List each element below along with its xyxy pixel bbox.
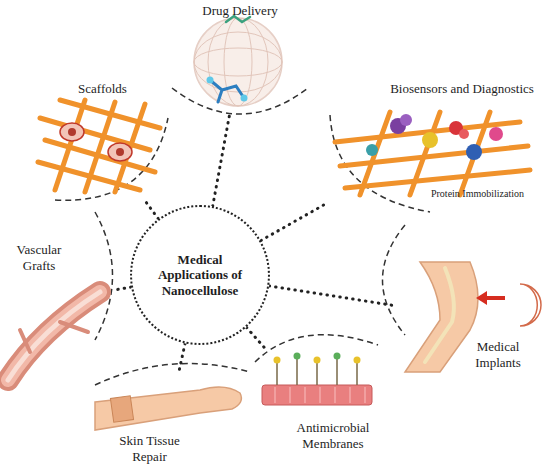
fibre: [345, 170, 530, 188]
dotted-connector: [178, 343, 185, 375]
membrane-texture: [275, 387, 365, 403]
molecule-atom: [207, 77, 214, 84]
protein: [459, 129, 469, 139]
dotted-connector: [246, 327, 266, 350]
scaffold-fibres: [38, 100, 160, 192]
wound-dressing: [110, 396, 133, 423]
proteins: [366, 114, 503, 160]
application-area: Skin Tissue Repair: [90, 375, 245, 473]
grid-line: [208, 18, 268, 106]
cell: [108, 143, 132, 161]
fibre: [360, 112, 390, 195]
protein: [400, 114, 412, 126]
biosensor-fibres: [335, 112, 530, 195]
application-label: Drug Delivery: [180, 3, 300, 19]
vessel-wall: [8, 292, 100, 380]
grid-line: [194, 32, 282, 92]
antimicrobial-group: [354, 357, 361, 364]
limb: [405, 262, 478, 372]
application-area: Vascular Grafts: [2, 210, 112, 390]
application-area: Antimicrobial Membranes: [255, 350, 380, 465]
cell: [60, 123, 84, 141]
pointer-arrow: [484, 296, 505, 300]
vascular-graft: [8, 292, 100, 380]
dashed-arc: [95, 364, 250, 385]
sphere-body: [194, 18, 282, 106]
application-label: Skin Tissue Repair: [102, 433, 197, 464]
application-label: Antimicrobial Membranes: [288, 420, 378, 451]
application-area: Medical Implants: [395, 255, 545, 380]
drug-molecule: [210, 80, 244, 102]
protein: [366, 144, 378, 156]
antimicrobial-group: [334, 353, 341, 360]
dotted-connector: [261, 205, 324, 241]
application-label: Scaffolds: [65, 81, 140, 97]
fibre-set: [335, 112, 530, 195]
dotted-connector: [213, 114, 230, 206]
application-label: Biosensors and Diagnostics: [378, 81, 546, 97]
bone: [425, 268, 454, 362]
application-label: Medical Implants: [463, 339, 533, 370]
protein: [422, 132, 438, 148]
drug-carrier-sphere: [194, 16, 282, 106]
protein: [489, 127, 503, 141]
arm: [95, 387, 241, 430]
application-area: Scaffolds: [30, 80, 170, 200]
fibre: [460, 112, 490, 195]
implant-illustration: [405, 262, 541, 372]
sphere-grid: [194, 18, 282, 106]
grid-line: [194, 48, 282, 76]
membrane: [262, 385, 372, 405]
fibre-set: [38, 100, 160, 192]
cell-nucleus: [68, 128, 76, 136]
application-area: Drug Delivery: [170, 2, 310, 114]
sub-label: Protein Immobilization: [415, 188, 540, 200]
pointer-arrowhead: [476, 291, 487, 305]
grid-line: [224, 18, 252, 106]
antimicrobial-group: [314, 357, 321, 364]
vessel-branch: [20, 322, 88, 352]
vessel-lumen: [8, 292, 100, 380]
molecule-atom: [241, 95, 248, 102]
antimicrobial-group: [274, 357, 281, 364]
dotted-connector: [144, 200, 158, 219]
dashed-arc: [95, 212, 113, 340]
vessel-body: [8, 292, 100, 380]
protein: [466, 144, 482, 160]
skin-illustration: [95, 387, 241, 430]
center-title: Medical Applications of Nanocellulose: [142, 207, 258, 343]
cell-nucleus: [116, 148, 124, 156]
dotted-connector: [112, 287, 131, 290]
dashed-arc: [55, 118, 168, 200]
dashed-arcs: [55, 88, 430, 385]
application-label: Vascular Grafts: [8, 242, 70, 273]
dotted-connector: [269, 286, 395, 306]
fibre: [410, 112, 440, 195]
fibre: [55, 100, 85, 190]
implant-piece: [520, 284, 541, 326]
membrane-illustration: [262, 353, 372, 406]
antimicrobial-group: [294, 353, 301, 360]
dashed-arc: [383, 225, 406, 335]
application-area: Biosensors and DiagnosticsProtein Immobi…: [320, 80, 548, 205]
center-circle: Medical Applications of Nanocellulose: [130, 205, 270, 345]
